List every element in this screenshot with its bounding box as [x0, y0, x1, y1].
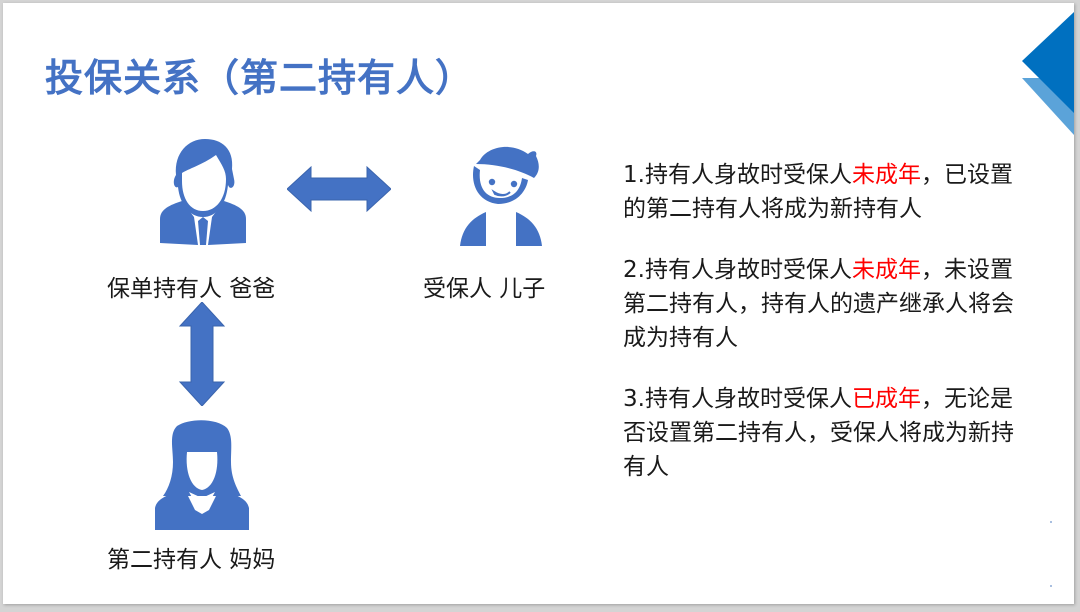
marker-dot — [1050, 521, 1052, 523]
page-title: 投保关系（第二持有人） — [45, 56, 475, 100]
rule-highlight: 已成年 — [851, 386, 921, 412]
rule-highlight: 未成年 — [851, 162, 921, 188]
marker-dot — [1050, 585, 1052, 587]
rule-text: 2.持有人身故时受保人 — [623, 257, 852, 283]
man-icon — [160, 139, 246, 245]
rule-text: ，已设置的第二持有人将成为新持有人 — [623, 162, 1013, 222]
corner-decoration-icon — [1022, 12, 1074, 135]
rule-text: 1.持有人身故时受保人 — [623, 162, 852, 188]
rule-item: 1.持有人身故时受保人未成年，已设置的第二持有人将成为新持有人 — [623, 158, 1023, 226]
second-holder-label: 第二持有人 妈妈 — [107, 547, 276, 573]
boy-icon — [460, 146, 542, 246]
rule-text: 3.持有人身故时受保人 — [623, 386, 852, 412]
rules-list: 1.持有人身故时受保人未成年，已设置的第二持有人将成为新持有人 2.持有人身故时… — [623, 158, 1023, 511]
rule-highlight: 未成年 — [851, 257, 921, 283]
rule-item: 3.持有人身故时受保人已成年，无论是否设置第二持有人，受保人将成为新持有人 — [623, 382, 1023, 484]
insured-label: 受保人 儿子 — [423, 276, 546, 302]
rule-text: ，无论是否设置第二持有人，受保人将成为新持有人 — [623, 386, 1014, 480]
policyholder-label: 保单持有人 爸爸 — [107, 276, 276, 302]
rule-item: 2.持有人身故时受保人未成年，未设置第二持有人，持有人的遗产继承人将会成为持有人 — [623, 253, 1023, 355]
rule-text: ，未设置第二持有人，持有人的遗产继承人将会成为持有人 — [623, 257, 1014, 351]
double-arrow-horizontal-icon — [287, 165, 391, 213]
double-arrow-vertical-icon — [178, 302, 226, 406]
slide: 投保关系（第二持有人） 保单持有人 爸爸 受保人 儿子 第二持有人 妈妈 1.持… — [3, 3, 1074, 604]
woman-icon — [155, 420, 249, 530]
